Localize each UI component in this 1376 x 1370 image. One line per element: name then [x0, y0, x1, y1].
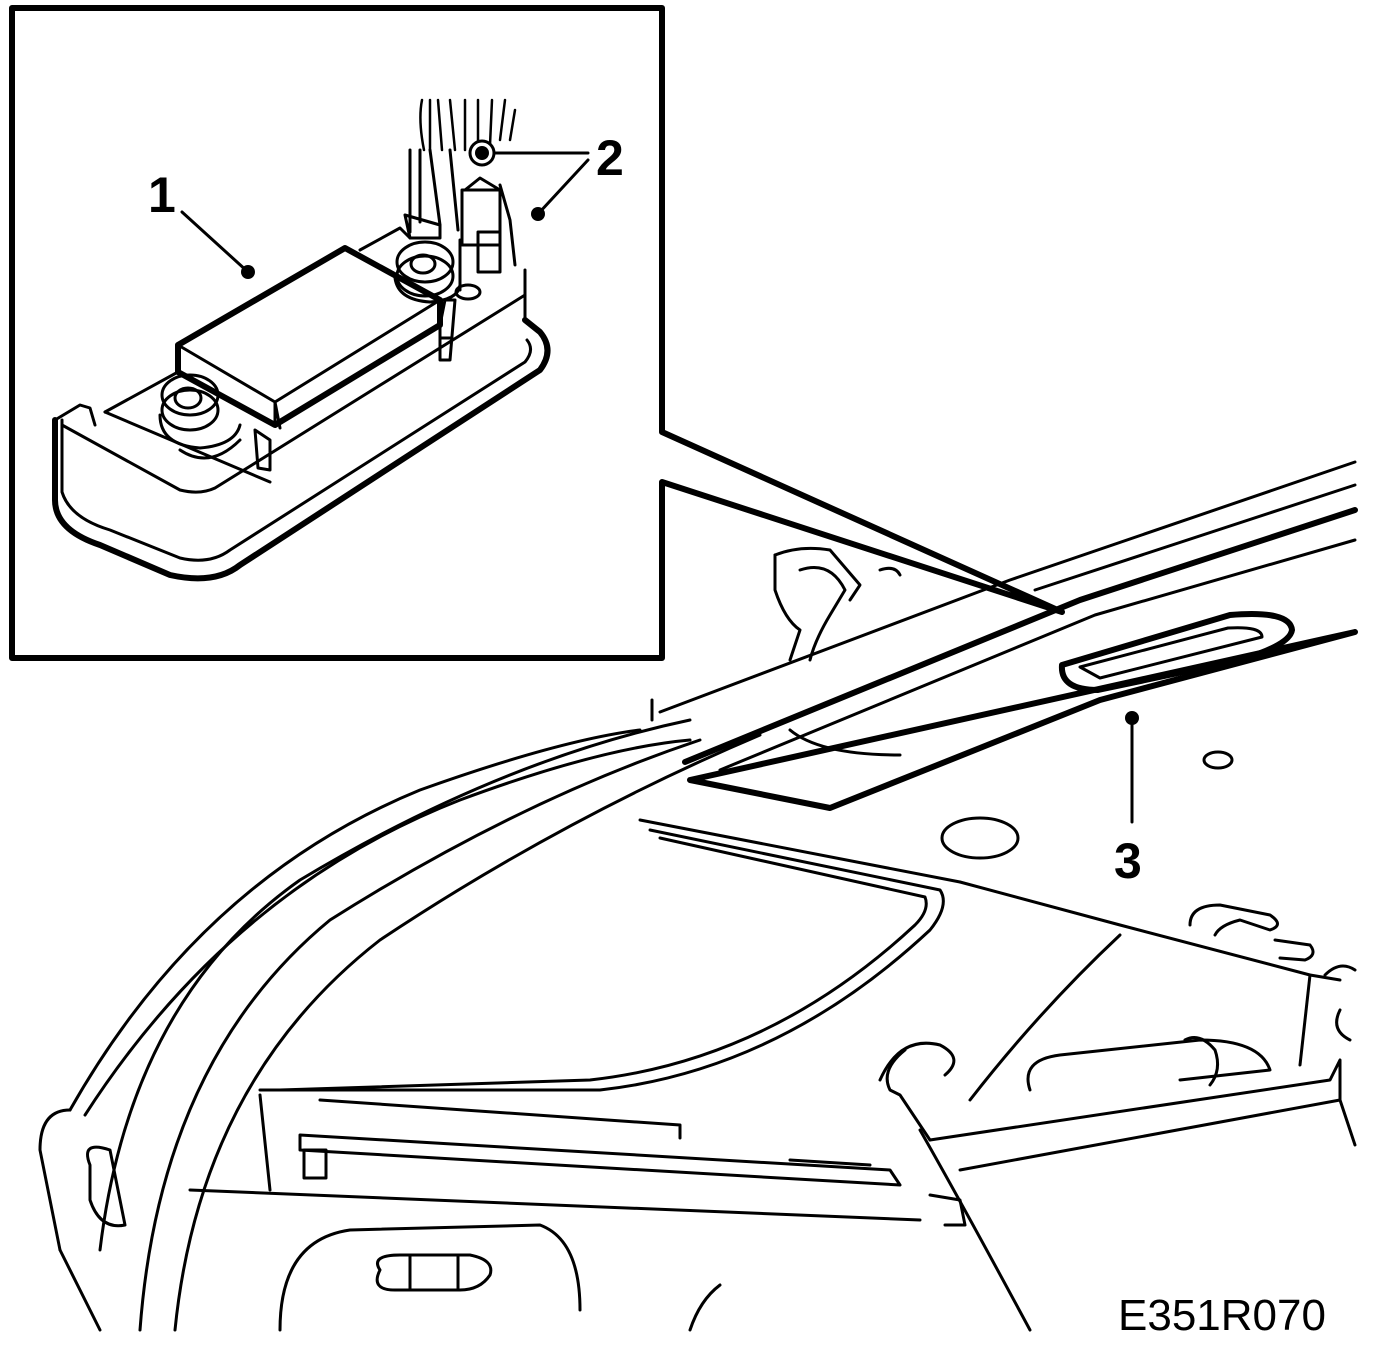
drawing-code: E351R070	[1118, 1291, 1326, 1340]
callout-1-dot	[241, 265, 255, 279]
lamp-unit-drawing	[52, 98, 551, 582]
inset-detail-view	[9, 5, 1065, 661]
callout-3-label: 3	[1114, 833, 1142, 889]
callout-1: 1	[148, 167, 255, 279]
callout-1-label: 1	[148, 167, 176, 223]
callout-2-dot-b	[531, 207, 545, 221]
vehicle-interior-view	[38, 460, 1358, 1332]
callout-3-dot	[1125, 711, 1139, 725]
callout-3: 3	[1114, 711, 1142, 889]
callout-2: 2	[468, 130, 624, 221]
callout-2-label: 2	[596, 130, 624, 186]
callout-2-dot-a	[475, 146, 489, 160]
